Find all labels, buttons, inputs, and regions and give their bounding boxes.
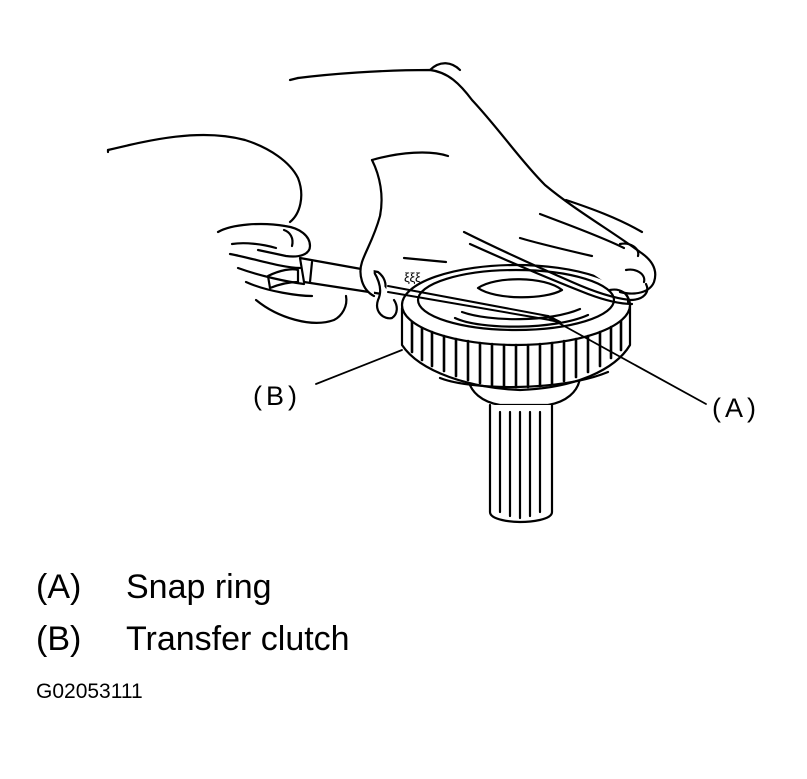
callout-label-a: (A): [712, 393, 760, 423]
callout-label-b: (B): [253, 381, 301, 411]
figure-code: G02053111: [36, 680, 143, 703]
legend-item-transfer-clutch: (B) Transfer clutch: [36, 622, 350, 656]
legend-label: Snap ring: [126, 568, 272, 606]
right-hand: [288, 62, 657, 306]
left-hand: [106, 133, 348, 324]
legend-item-snap-ring: (A) Snap ring: [36, 570, 272, 604]
legend-key: (B): [36, 620, 82, 658]
svg-text:ξξξ: ξξξ: [404, 270, 421, 285]
transfer-clutch-illustration: ξξξ: [106, 62, 707, 524]
clutch-drum: ξξξ: [400, 256, 632, 392]
callout-b-leader: [315, 349, 403, 385]
legend-key: (A): [36, 568, 82, 606]
output-shaft: [466, 376, 582, 524]
legend-label: Transfer clutch: [126, 620, 350, 658]
callout-a-leader: [545, 315, 707, 405]
